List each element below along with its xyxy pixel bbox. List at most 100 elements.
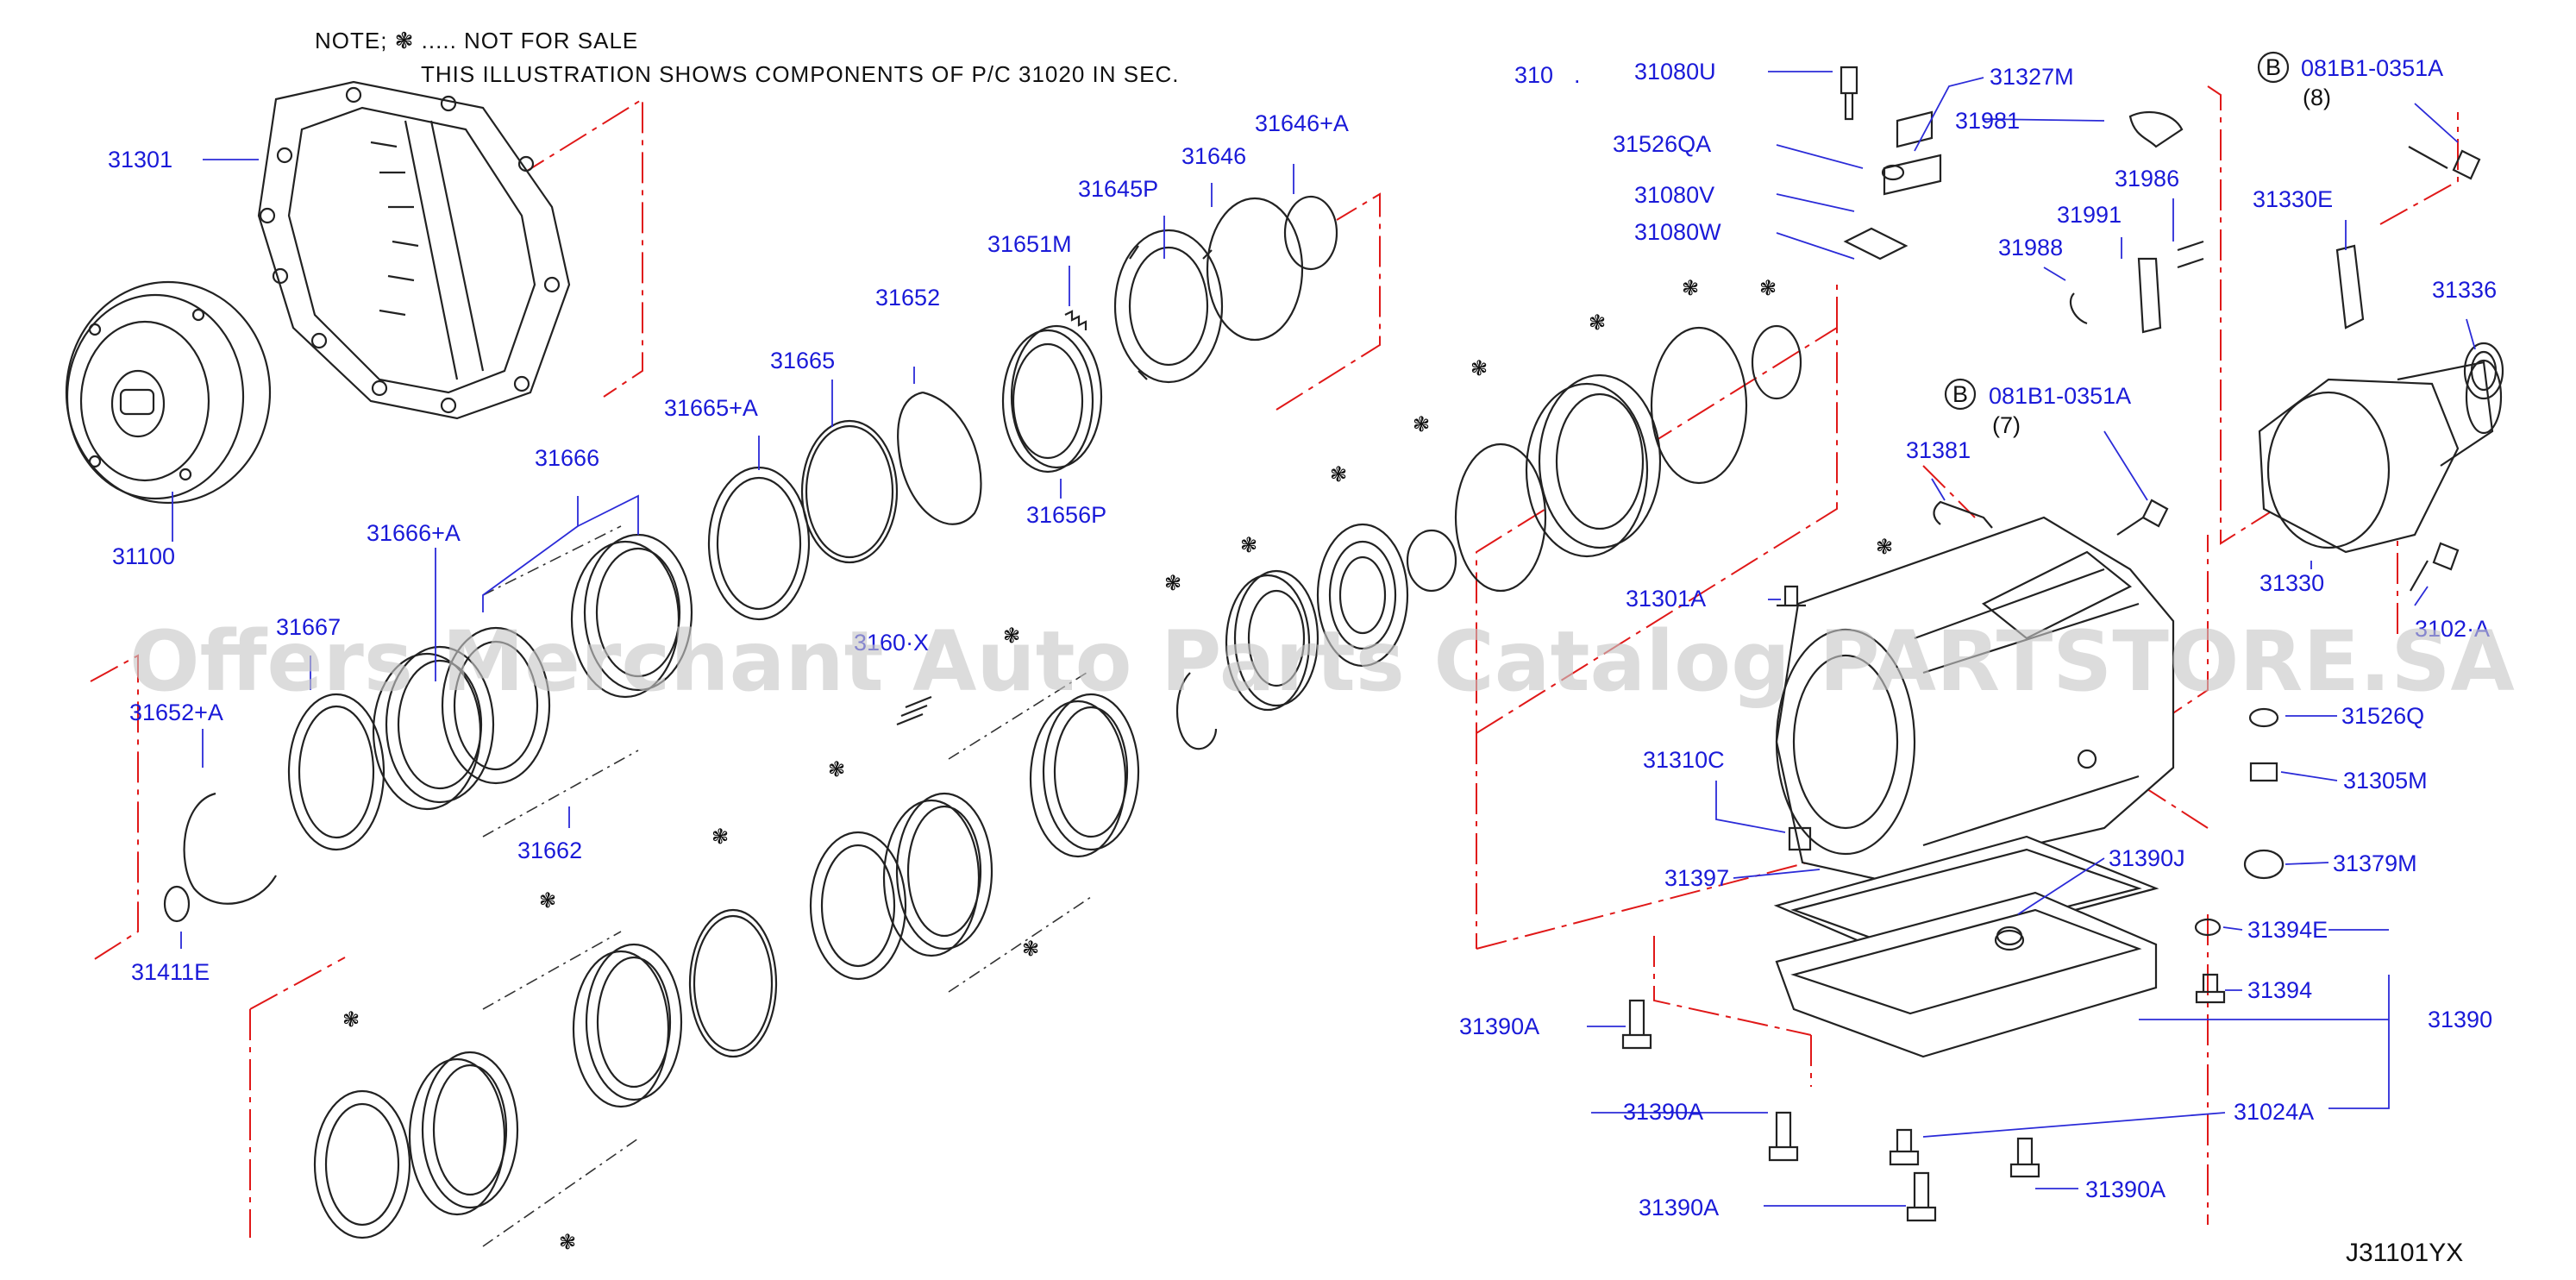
label-31336: 31336 [2432, 277, 2497, 303]
bolt-callout-letter: B [2266, 54, 2281, 80]
label-31381: 31381 [1906, 437, 1971, 463]
label-31301: 31301 [108, 147, 172, 173]
section-reference: 310 [1514, 62, 1553, 88]
section-dot: . [1574, 62, 1581, 88]
label-31390J: 31390J [2109, 845, 2185, 871]
label-31330E: 31330E [2253, 186, 2333, 212]
label-31651M: 31651M [987, 231, 1072, 257]
park-lever-parts [2069, 110, 2204, 334]
label-31330: 31330 [2259, 570, 2324, 596]
snap-ring-lower [688, 908, 778, 1058]
nfs-mark: ❃ [1876, 535, 1893, 559]
nfs-mark: ❃ [1003, 624, 1020, 648]
label-31646: 31646 [1181, 143, 1246, 169]
label-31397: 31397 [1664, 865, 1729, 891]
label-31080V: 31080V [1634, 182, 1714, 208]
bearing-center [1316, 523, 1409, 668]
label-31024A: 31024A [2234, 1099, 2314, 1125]
note-line-1: NOTE; ❃ ..... NOT FOR SALE [315, 28, 638, 53]
label-31310C: 31310C [1643, 747, 1725, 773]
label-31656P: 31656P [1026, 502, 1106, 528]
label-31666A: 31666+A [367, 520, 461, 546]
label-31662: 31662 [517, 838, 582, 863]
transmission-case-part [1775, 516, 2175, 882]
steel-plate-31665A [707, 466, 811, 621]
extension-housing-part [2258, 359, 2503, 554]
bolts-hardware [1621, 66, 2481, 1222]
label-qty-8: (8) [2303, 85, 2331, 110]
label-081B1-0351A-8: 081B1-0351A [2301, 55, 2443, 81]
bolt-callout-letter: B [1952, 381, 1968, 407]
o-ring-small [1406, 529, 1457, 593]
nfs-mark: ❃ [711, 825, 729, 849]
snap-ring-31665 [800, 419, 899, 564]
label-31986: 31986 [2115, 166, 2179, 191]
part-labels: 31301 31100 31666 31666+A 31665+A 31665 … [108, 51, 2497, 1220]
clutch-pack-lower-right [809, 672, 1140, 993]
diagram-code: J31101YX [2346, 1239, 2463, 1267]
nfs-mark: ❃ [1330, 462, 1347, 486]
label-31652A: 31652+A [129, 700, 223, 725]
label-081B1-0351A-7: 081B1-0351A [1989, 383, 2131, 409]
o-ring-31646A [1283, 195, 1338, 271]
label-31526QA: 31526QA [1613, 131, 1711, 157]
label-31645P: 31645P [1078, 176, 1158, 202]
label-31379M: 31379M [2333, 850, 2417, 876]
spring-3160X [896, 695, 932, 726]
label-31390A-1: 31390A [1459, 1013, 1539, 1039]
nfs-mark: ❃ [559, 1230, 576, 1254]
nfs-mark: ❃ [1240, 533, 1257, 557]
label-31652: 31652 [875, 285, 940, 311]
label-31526Q: 31526Q [2341, 703, 2424, 729]
converter-housing-part [257, 80, 571, 420]
not-for-sale-marks: ❃ ❃ ❃ ❃ ❃ ❃ ❃ ❃ ❃ ❃ ❃ ❃ ❃ ❃ ❃ ❃ [342, 276, 1893, 1254]
nfs-mark: ❃ [1682, 276, 1699, 300]
label-31394: 31394 [2247, 977, 2312, 1003]
o-ring-drum-small [1751, 324, 1802, 400]
o-ring-drum-large [1650, 326, 1748, 485]
label-31305M: 31305M [2343, 768, 2428, 794]
gear-center [1225, 569, 1319, 712]
oil-seal-31336 [2463, 342, 2504, 400]
label-31327M: 31327M [1990, 64, 2074, 90]
nfs-mark: ❃ [539, 888, 556, 913]
washer-31411E [163, 885, 191, 923]
label-31667: 31667 [276, 614, 341, 640]
label-3102A: 3102·A [2415, 616, 2490, 642]
clutch-pack-lower-left [313, 931, 683, 1247]
label-31665A: 31665+A [664, 395, 758, 421]
label-31981: 31981 [1955, 108, 2020, 134]
spring-31651M [1064, 310, 1087, 330]
bolt-callout-7: B 081B1-0351A (7) [1944, 378, 2131, 438]
label-31665: 31665 [770, 348, 835, 373]
label-31394E: 31394E [2247, 917, 2328, 943]
watermark-text: Offers Merchant Auto Parts Catalog PARTS… [129, 613, 2515, 710]
oil-pan-part [1773, 835, 2159, 1058]
nfs-mark: ❃ [1413, 412, 1430, 436]
snap-ring-31652A [183, 792, 277, 905]
label-31411E: 31411E [131, 959, 210, 985]
label-31390A-3: 31390A [1639, 1195, 1719, 1220]
snap-ring-center [1176, 672, 1218, 750]
label-31646A: 31646+A [1255, 110, 1349, 136]
label-31390A-4: 31390A [2085, 1176, 2165, 1202]
label-31080U: 31080U [1634, 59, 1716, 85]
label-31988: 31988 [1998, 235, 2063, 260]
leader-lines [172, 71, 2476, 1207]
o-ring-31646 [1206, 197, 1304, 342]
nfs-mark: ❃ [1022, 937, 1039, 961]
label-qty-7: (7) [1992, 412, 2021, 438]
nfs-mark: ❃ [1164, 571, 1181, 595]
drum-center [1525, 373, 1662, 558]
o-ring-large [1454, 442, 1547, 593]
label-31100: 31100 [112, 543, 175, 569]
gasket-plates [1843, 110, 1942, 260]
piston-31645P [1113, 229, 1224, 384]
nfs-mark: ❃ [342, 1007, 360, 1032]
clutch-plate-31667 [287, 693, 385, 851]
label-31080W: 31080W [1634, 219, 1721, 245]
nfs-mark: ❃ [1759, 276, 1777, 300]
nfs-mark: ❃ [1589, 311, 1606, 335]
nfs-mark: ❃ [828, 757, 845, 781]
